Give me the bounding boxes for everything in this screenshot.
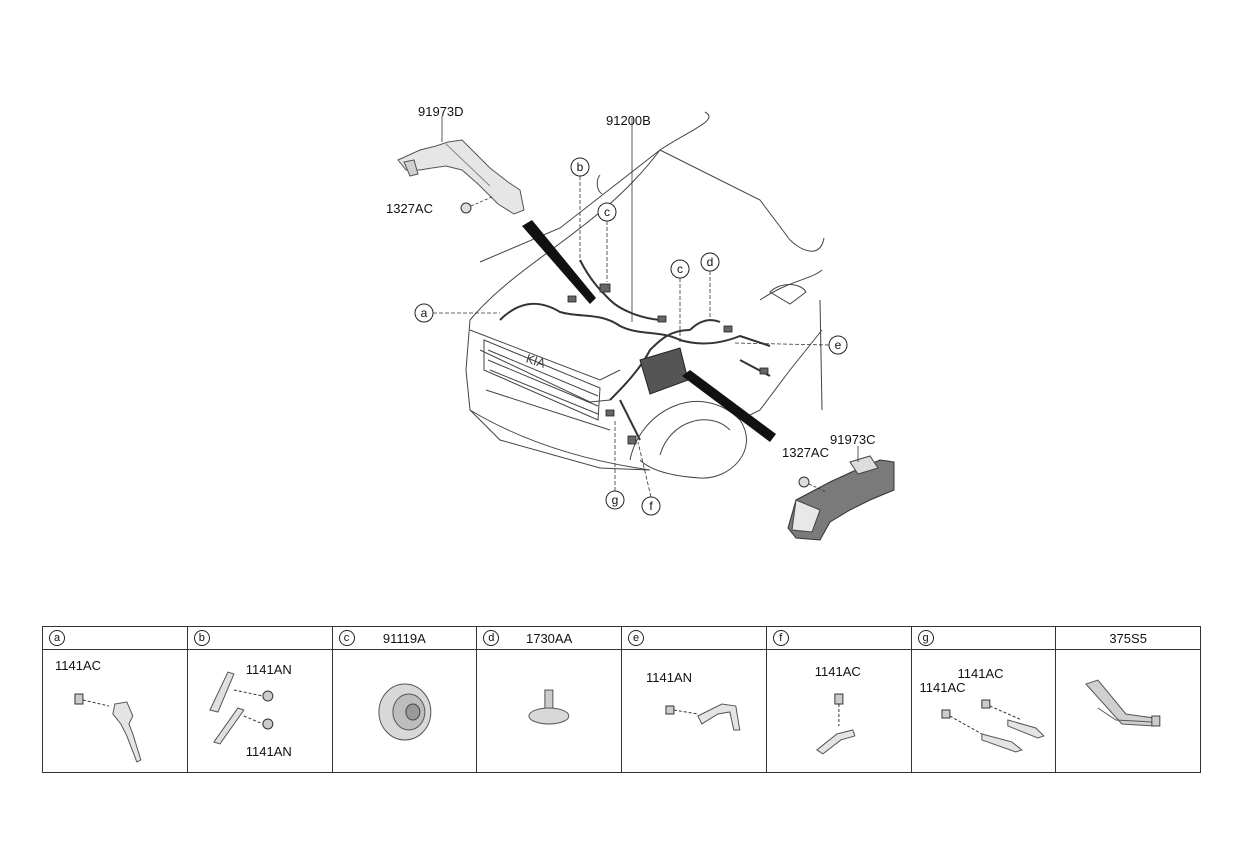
callout-g[interactable]: g (605, 420, 625, 510)
callout-c-upper[interactable]: c (597, 202, 617, 282)
svg-text:c: c (677, 262, 683, 276)
callout-c-lower[interactable]: c (670, 259, 690, 344)
callout-a[interactable]: a (414, 303, 500, 323)
label-91973c: 91973C (830, 432, 876, 447)
label-1327ac-lower: 1327AC (782, 445, 829, 460)
panel-b[interactable]: b 1141AN 1141AN (186, 626, 333, 773)
lower-nut-1327ac[interactable] (798, 476, 827, 493)
panel-e-illustration (665, 703, 741, 731)
panel-e[interactable]: e 1141AN (621, 626, 767, 773)
leader-band-lower (682, 370, 776, 442)
panel-375s5-illustration (1085, 679, 1161, 727)
svg-text:d: d (707, 255, 714, 269)
panel-375s5-title: 375S5 (1109, 631, 1147, 646)
panel-d-letter: d (483, 630, 500, 646)
upper-nut-1327ac[interactable] (460, 195, 495, 214)
panel-b-part-2: 1141AN (245, 744, 292, 759)
svg-text:c: c (604, 205, 610, 219)
svg-text:a: a (421, 306, 428, 320)
vehicle-outline (465, 111, 825, 479)
panel-f[interactable]: f 1141AC (765, 626, 912, 773)
connectors (567, 283, 769, 445)
panel-a-part-1: 1141AC (55, 658, 102, 673)
svg-text:e: e (835, 338, 842, 352)
panel-f-illustration (815, 693, 856, 755)
brand-logo: KIA (524, 352, 548, 372)
lower-bracket-91973c[interactable] (787, 446, 895, 541)
panel-d-title: 1730AA (525, 631, 573, 646)
panel-f-letter: f (772, 630, 789, 646)
svg-text:g: g (612, 493, 619, 507)
panel-g-illustration (940, 699, 1045, 753)
callout-d[interactable]: d (700, 252, 720, 320)
panel-g-part-1: 1141AC (957, 666, 1004, 681)
panel-c[interactable]: c 91119A (331, 626, 478, 773)
panel-g-letter: g (917, 630, 934, 646)
panel-g-part-2: 1141AC (919, 680, 966, 695)
panel-f-part-1: 1141AC (814, 664, 861, 679)
wiring-harness-91200b[interactable] (499, 259, 771, 441)
callout-e[interactable]: e (733, 335, 848, 355)
detail-panels: a 1141AC b 1141AN 1141AN (42, 626, 1201, 773)
panel-e-letter: e (628, 630, 644, 646)
panel-b-illustration (209, 671, 274, 745)
panel-b-letter: b (193, 630, 210, 646)
panel-c-letter: c (338, 630, 355, 646)
label-91200b: 91200B (606, 113, 651, 128)
upper-bracket-91973d[interactable] (397, 116, 525, 215)
panel-b-part-1: 1141AN (245, 662, 292, 677)
panel-a[interactable]: a 1141AC (42, 626, 188, 773)
panel-375s5[interactable]: 375S5 (1055, 626, 1201, 773)
callout-b[interactable]: b (570, 157, 590, 262)
panel-e-part-1: 1141AN (646, 670, 693, 685)
label-91973d: 91973D (418, 104, 464, 119)
callout-f[interactable]: f (637, 441, 661, 516)
grille (483, 339, 601, 421)
leader-band-upper (522, 220, 596, 304)
svg-text:b: b (577, 160, 584, 174)
panel-c-title: 91119A (382, 631, 426, 646)
label-1327ac-upper: 1327AC (386, 201, 433, 216)
panel-a-illustration (74, 693, 142, 763)
panel-d[interactable]: d 1730AA (476, 626, 622, 773)
panel-g[interactable]: g 1141AC 1141AC (910, 626, 1057, 773)
svg-text:f: f (649, 499, 653, 513)
panel-c-grommet (377, 683, 431, 741)
panel-d-clip (528, 689, 570, 725)
panel-a-letter: a (49, 630, 65, 646)
